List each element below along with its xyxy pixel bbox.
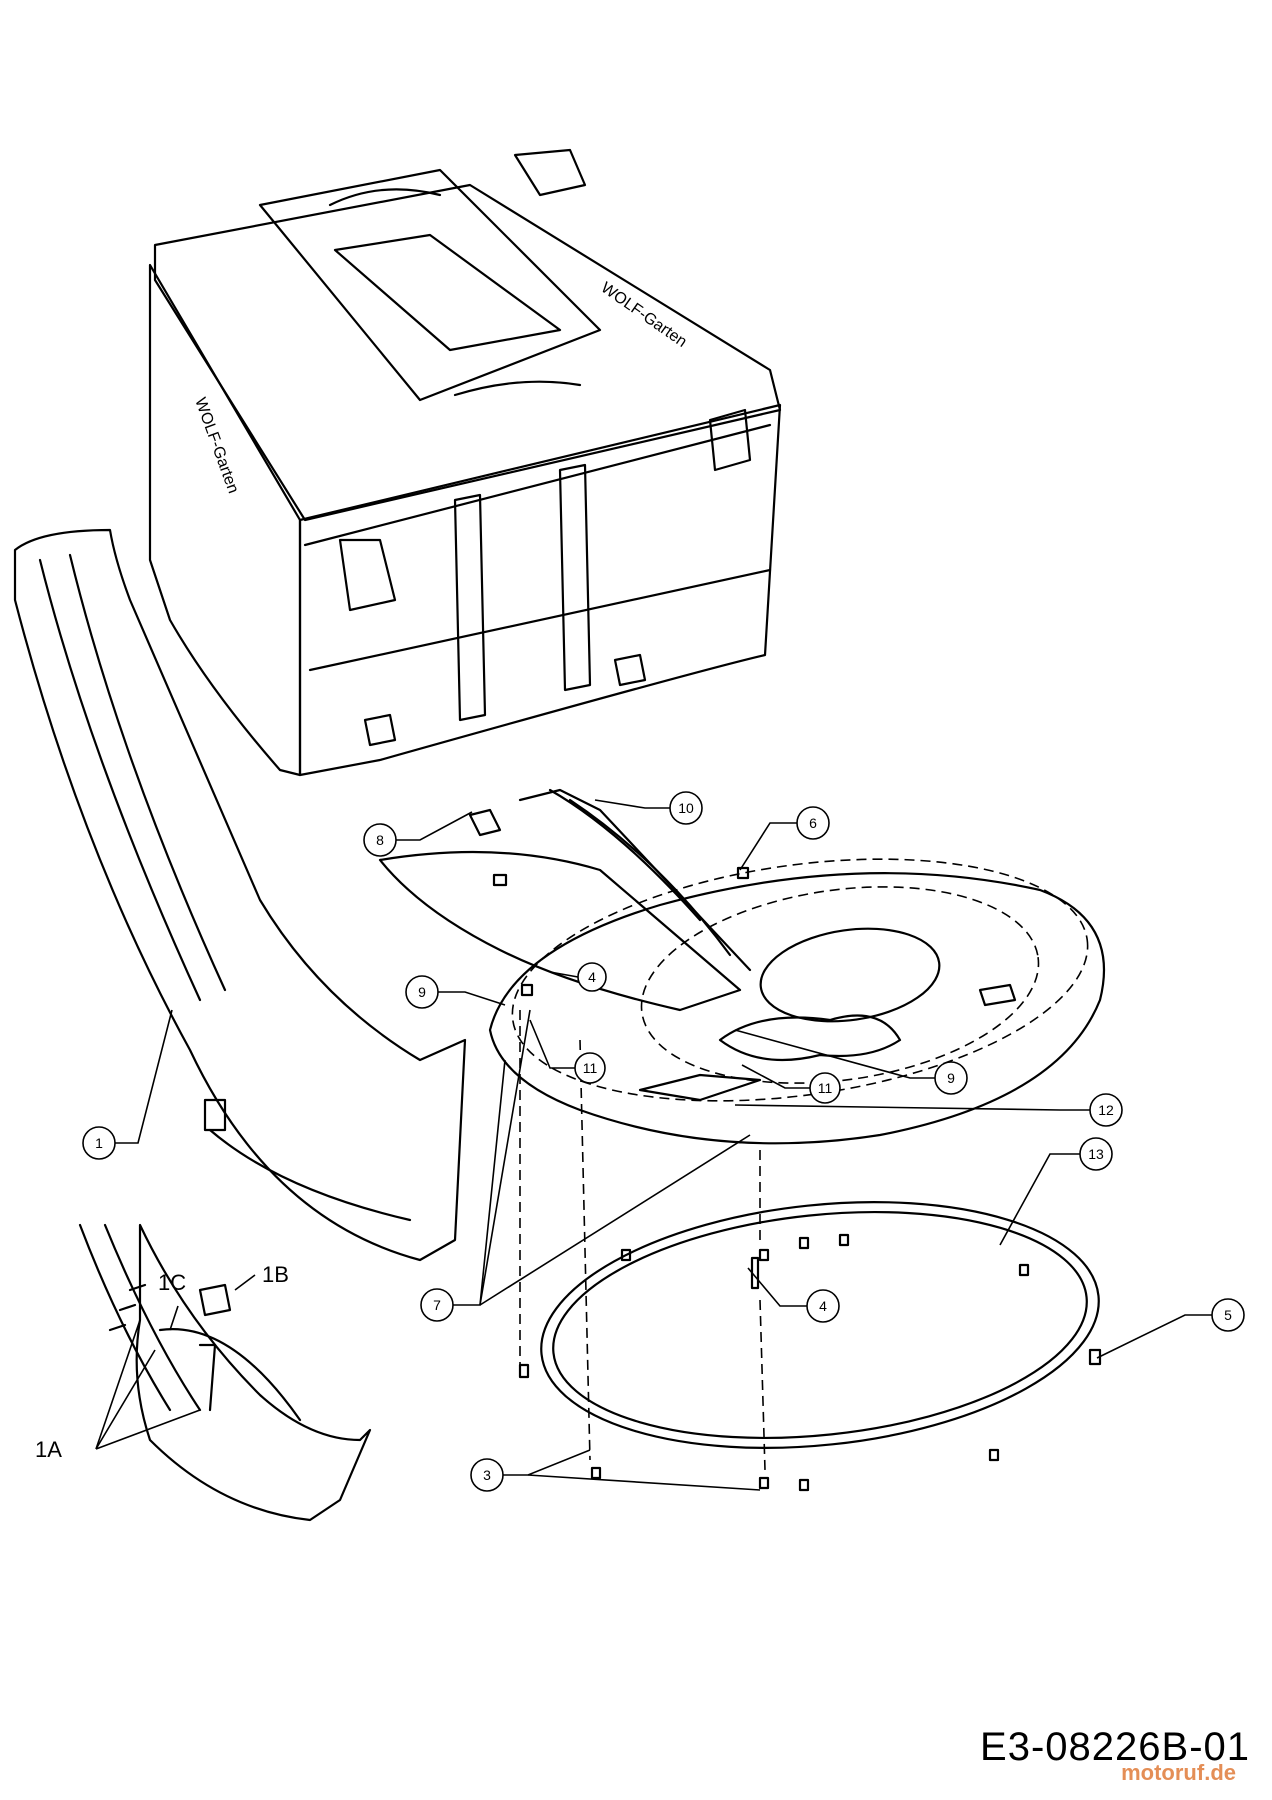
svg-text:9: 9 xyxy=(418,984,426,1000)
callout-13: 13 xyxy=(1079,1137,1113,1171)
callout-9a: 9 xyxy=(405,975,439,1009)
svg-text:13: 13 xyxy=(1088,1146,1104,1162)
svg-text:7: 7 xyxy=(433,1297,441,1313)
svg-text:1C: 1C xyxy=(158,1270,186,1295)
callout-1: 1 xyxy=(82,1126,116,1160)
brand-label-right: WOLF-Garten xyxy=(598,279,690,351)
svg-text:4: 4 xyxy=(588,969,596,985)
mower-deck xyxy=(488,858,1106,1145)
svg-text:8: 8 xyxy=(376,832,384,848)
callout-8: 8 xyxy=(363,823,397,857)
svg-text:9: 9 xyxy=(947,1070,955,1086)
callout-10: 10 xyxy=(669,791,703,825)
discharge-chute xyxy=(13,528,467,1262)
tag-1B: 1B xyxy=(262,1262,289,1287)
chute-detail xyxy=(78,1223,372,1522)
svg-text:1A: 1A xyxy=(35,1437,62,1462)
brand-label-left: WOLF-Garten xyxy=(191,396,241,496)
callout-9b: 9 xyxy=(934,1061,968,1095)
callout-5: 5 xyxy=(1211,1298,1245,1332)
callout-6: 6 xyxy=(796,806,830,840)
svg-text:5: 5 xyxy=(1224,1307,1232,1323)
document-code: E3-08226B-01 xyxy=(980,1725,1250,1769)
watermark: motoruf.de xyxy=(1121,1760,1236,1785)
grass-catcher-box: WOLF-Garten WOLF-Garten xyxy=(148,148,782,777)
svg-text:11: 11 xyxy=(583,1060,598,1076)
callout-12: 12 xyxy=(1089,1093,1123,1127)
tag-1C: 1C xyxy=(158,1270,186,1295)
callout-4a: 4 xyxy=(806,1289,840,1323)
svg-text:3: 3 xyxy=(483,1467,491,1483)
svg-text:4: 4 xyxy=(819,1298,827,1314)
svg-text:11: 11 xyxy=(818,1080,833,1096)
callout-7: 7 xyxy=(420,1288,454,1322)
hardware-fasteners xyxy=(492,866,1102,1492)
tag-1A: 1A xyxy=(35,1437,62,1462)
svg-text:1B: 1B xyxy=(262,1262,289,1287)
svg-text:12: 12 xyxy=(1098,1102,1114,1118)
svg-text:1: 1 xyxy=(95,1135,103,1151)
callout-11b: 11 xyxy=(809,1072,841,1104)
deflector xyxy=(378,788,752,1012)
callout-11a: 11 xyxy=(574,1052,606,1084)
callout-3: 3 xyxy=(470,1458,504,1492)
mulch-ring xyxy=(540,1201,1100,1449)
leader-lines xyxy=(95,799,1212,1491)
callout-4b: 4 xyxy=(577,962,607,992)
svg-text:10: 10 xyxy=(678,800,694,816)
svg-text:6: 6 xyxy=(809,815,817,831)
assembly-guides xyxy=(519,1010,766,1471)
